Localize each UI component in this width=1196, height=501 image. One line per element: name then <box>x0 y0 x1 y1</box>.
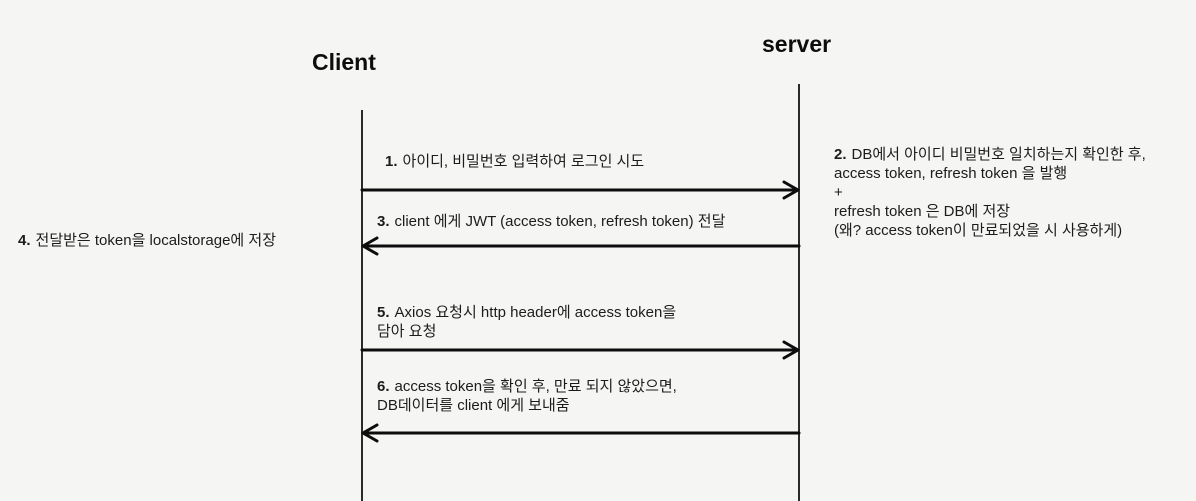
message-3-text: client 에게 JWT (access token, refresh tok… <box>394 213 726 230</box>
message-6-number: 6. <box>377 378 390 395</box>
message-2-line4: refresh token 은 DB에 저장 <box>834 203 1011 220</box>
message-1-label: 1.아이디, 비밀번호 입력하여 로그인 시도 <box>385 152 644 171</box>
server-lifeline <box>798 84 800 501</box>
message-2-note: 2.DB에서 아이디 비밀번호 일치하는지 확인한 후, access toke… <box>834 145 1146 240</box>
arrow-5-client-to-server <box>360 340 800 360</box>
message-5-number: 5. <box>377 304 390 321</box>
message-3-label: 3.client 에게 JWT (access token, refresh t… <box>377 212 725 231</box>
message-2-number: 2. <box>834 146 847 163</box>
message-4-text: 전달받은 token을 localstorage에 저장 <box>35 232 276 249</box>
message-1-number: 1. <box>385 153 398 170</box>
actor-client-label: Client <box>312 49 376 75</box>
arrow-1-client-to-server <box>360 180 800 200</box>
message-2-line1: 2.DB에서 아이디 비밀번호 일치하는지 확인한 후, <box>834 146 1146 163</box>
message-2-line3: + <box>834 184 843 201</box>
message-3-number: 3. <box>377 213 390 230</box>
message-5-line1: 5.Axios 요청시 http header에 access token을 <box>377 304 677 321</box>
message-2-line2: access token, refresh token 을 발행 <box>834 165 1068 182</box>
message-1-text: 아이디, 비밀번호 입력하여 로그인 시도 <box>402 153 645 170</box>
client-lifeline <box>361 110 363 501</box>
message-5-label: 5.Axios 요청시 http header에 access token을 담… <box>377 303 676 341</box>
arrow-6-server-to-client <box>361 423 801 443</box>
arrow-3-server-to-client <box>361 236 801 256</box>
message-6-line1: 6.access token을 확인 후, 만료 되지 않았으면, <box>377 378 677 395</box>
message-6-label: 6.access token을 확인 후, 만료 되지 않았으면, DB데이터를… <box>377 377 677 415</box>
message-4-note: 4.전달받은 token을 localstorage에 저장 <box>18 231 276 250</box>
message-4-number: 4. <box>18 232 31 249</box>
actor-server-label: server <box>762 31 832 57</box>
message-5-line2: 담아 요청 <box>377 323 437 340</box>
message-2-line5: (왜? access token이 만료되었을 시 사용하게) <box>834 222 1123 239</box>
message-6-line2: DB데이터를 client 에게 보내줌 <box>377 397 570 414</box>
